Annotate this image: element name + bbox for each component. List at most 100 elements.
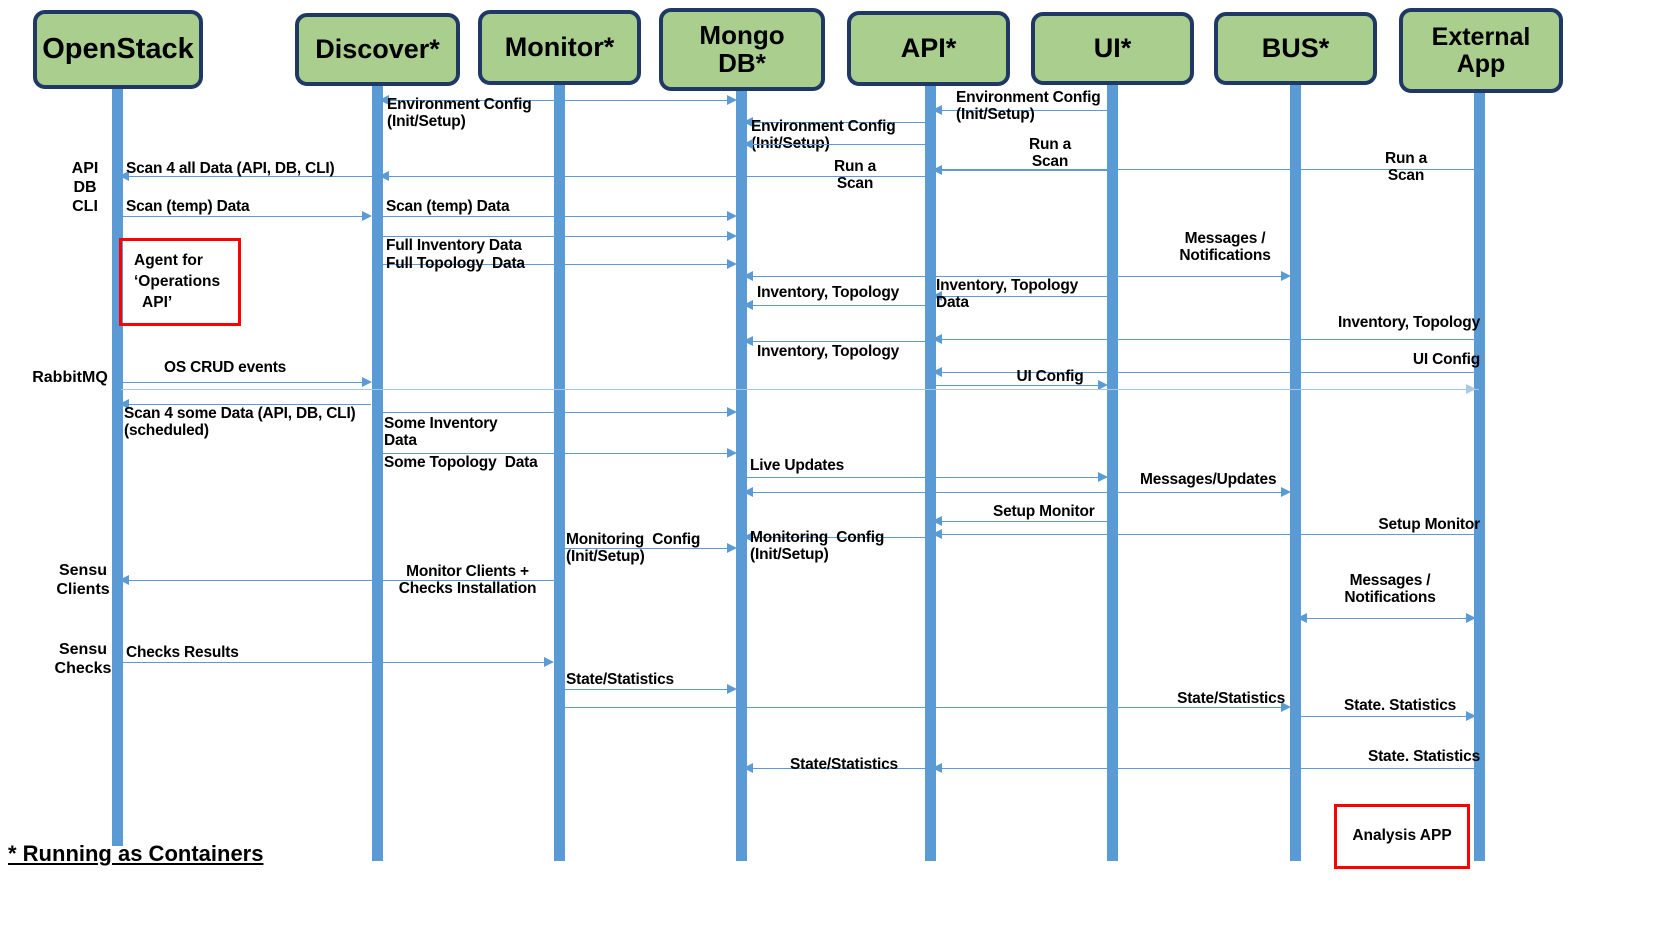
message-line-m11 (381, 264, 735, 265)
message-label-m24: Messages/Updates (1140, 471, 1277, 488)
actor-discover[interactable]: Discover* (295, 13, 460, 86)
arrowhead-m16 (743, 336, 753, 346)
arrowhead-m03b (743, 139, 753, 149)
message-line-m03b (745, 144, 927, 145)
arrowhead-m02 (932, 105, 942, 115)
arrowhead-m35b (932, 763, 942, 773)
side-label-rabbitmq: RabbitMQ (32, 369, 108, 386)
message-line-m23 (745, 477, 1112, 478)
arrowhead-m17 (932, 367, 942, 377)
arrowhead-m28 (727, 543, 737, 553)
actor-monitor[interactable]: Monitor* (478, 10, 641, 85)
message-line-m10 (381, 236, 735, 237)
actor-bus[interactable]: BUS* (1214, 12, 1377, 85)
message-line-m08 (121, 216, 369, 217)
lifeline-ui (1107, 85, 1118, 861)
lifeline-bus (1290, 85, 1301, 861)
side-label-api-db-cli: API DB CLI (71, 160, 99, 215)
arrowhead-m27 (743, 532, 753, 542)
message-label-m19: OS CRUD events (164, 359, 287, 376)
arrowhead-m05 (932, 165, 942, 175)
actor-external-app-label-line1: External (1431, 23, 1531, 52)
message-line-m28 (563, 548, 735, 549)
actor-mongodb[interactable]: Mongo DB* (659, 8, 825, 91)
message-label-m03: Environment Config (Init/Setup) (751, 118, 896, 153)
arrowhead-m25 (932, 516, 942, 526)
actor-monitor-label: Monitor* (504, 32, 615, 63)
arrowhead-m14b (743, 300, 753, 310)
arrowhead-m23 (1098, 472, 1108, 482)
arrowhead-m29 (119, 575, 129, 585)
message-line-m09 (381, 216, 735, 217)
lifeline-external-app (1474, 93, 1485, 861)
message-line-m35 (745, 768, 1479, 769)
arrowhead-m17b (1098, 380, 1108, 390)
message-line-m03 (745, 122, 927, 123)
lifeline-api (925, 86, 936, 861)
message-line-m20 (121, 404, 371, 405)
actor-api[interactable]: API* (847, 11, 1010, 86)
arrowhead-m26 (932, 529, 942, 539)
actor-openstack[interactable]: OpenStack (33, 10, 203, 89)
lifeline-mongodb (736, 91, 747, 861)
message-label-m29: Monitor Clients + Checks Installation (398, 563, 537, 598)
message-label-m15: Inventory, Topology (1337, 314, 1480, 331)
message-label-m36: State/Statistics (790, 756, 898, 773)
message-label-m18: UI Config (1412, 351, 1480, 368)
message-line-m32 (563, 689, 735, 690)
message-line-m12 (934, 276, 1288, 277)
message-label-m31: Checks Results (126, 644, 239, 661)
arrowhead-m32 (727, 684, 737, 694)
message-line-m26 (934, 534, 1479, 535)
arrowhead-m04b (379, 171, 389, 181)
message-line-m01 (381, 100, 556, 101)
message-line-m27 (745, 537, 927, 538)
actor-api-label: API* (900, 33, 957, 64)
message-label-m26: Setup Monitor (1378, 516, 1480, 533)
arrowhead-m11 (727, 259, 737, 269)
message-label-m12: Messages / Notifications (1179, 230, 1271, 265)
callout-agent-operations-api: Agent for ‘Operations API’ (119, 238, 241, 326)
message-line-m17b (934, 385, 1102, 386)
actor-openstack-label: OpenStack (42, 33, 194, 66)
arrowhead-m21 (727, 407, 737, 417)
message-label-m10: Full Inventory Data (386, 237, 522, 254)
arrowhead-m10 (727, 231, 737, 241)
arrowhead-m03 (743, 117, 753, 127)
arrowhead-m30b (1466, 613, 1476, 623)
actor-ui[interactable]: UI* (1031, 12, 1194, 85)
message-line-m15 (934, 339, 1479, 340)
arrowhead-m20 (119, 399, 129, 409)
arrowhead-m15 (932, 334, 942, 344)
message-label-m34: State. Statistics (1344, 697, 1457, 714)
arrowhead-m30a (1297, 613, 1307, 623)
message-label-m27: Monitoring Config (Init/Setup) (750, 529, 885, 564)
message-line-m16 (745, 341, 927, 342)
lifeline-openstack (112, 89, 123, 846)
arrowhead-m24a (743, 487, 753, 497)
message-label-m23: Live Updates (750, 457, 845, 474)
actor-external-app[interactable]: External App (1399, 8, 1563, 93)
message-line-m17 (934, 372, 1479, 373)
message-label-m01: Environment Config (Init/Setup) (387, 96, 532, 131)
message-label-m02: Environment Config (Init/Setup) (956, 89, 1101, 124)
callout-analysis-app: Analysis APP (1334, 804, 1470, 869)
arrowhead-broadcast (1466, 384, 1476, 394)
message-line-m25 (934, 521, 1114, 522)
message-line-m19 (121, 382, 369, 383)
message-label-m21: Some Inventory Data (384, 415, 498, 450)
arrowhead-m04 (119, 171, 129, 181)
arrowhead-m01 (379, 95, 389, 105)
actor-mongodb-label-line1: Mongo (699, 20, 785, 51)
message-line-m13 (745, 276, 927, 277)
actor-discover-label: Discover* (315, 34, 440, 65)
message-line-m31 (121, 662, 551, 663)
message-label-m04: Scan 4 all Data (API, DB, CLI) (126, 160, 335, 177)
arrowhead-m22 (727, 448, 737, 458)
arrowhead-m24b (1281, 487, 1291, 497)
arrowhead-m13 (743, 271, 753, 281)
actor-mongodb-label-line2: DB* (718, 47, 766, 78)
message-label-m16: Inventory, Topology (757, 343, 900, 360)
message-line-m05 (934, 170, 1112, 171)
